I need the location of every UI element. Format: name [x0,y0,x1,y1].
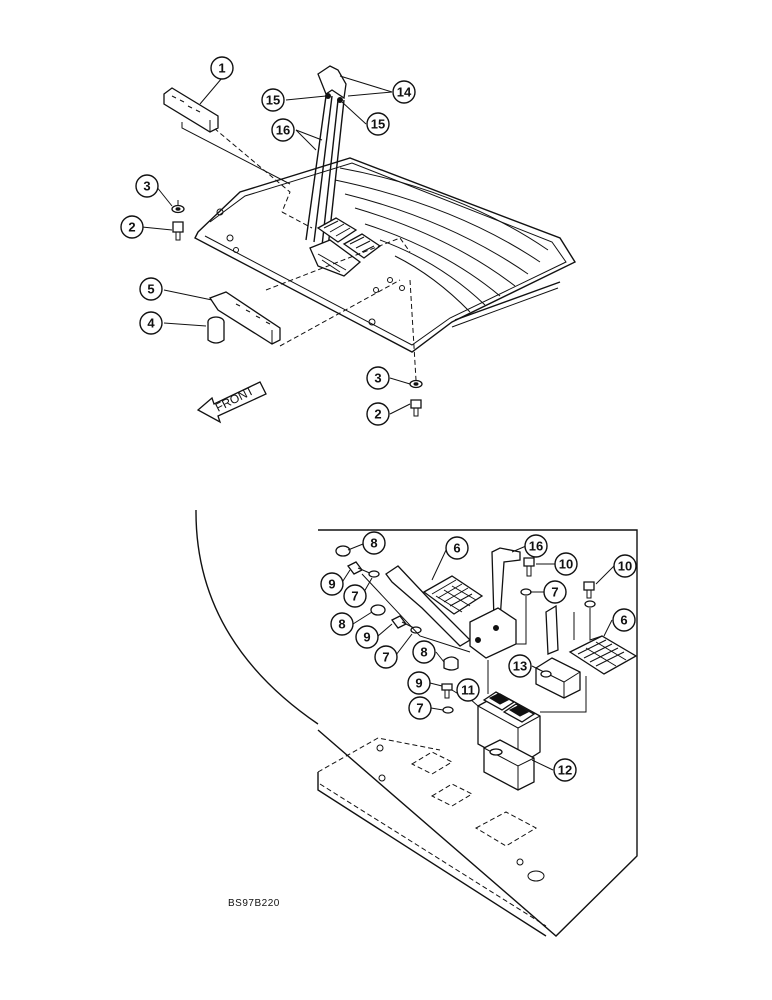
callout-8-c: 8 [412,640,436,664]
callout-14: 14 [392,80,416,104]
svg-text:8: 8 [338,617,345,632]
callout-11: 11 [456,678,480,702]
svg-text:9: 9 [363,630,370,645]
washer-7-right-b [584,600,596,608]
pedal-part-6-left [385,565,484,647]
bracket-part-1 [163,87,219,133]
callout-2-bottom: 2 [366,402,390,426]
svg-text:7: 7 [351,589,358,604]
svg-text:5: 5 [147,282,154,297]
svg-text:8: 8 [370,536,377,551]
washer-3-left [171,204,185,214]
callout-3-left: 3 [135,174,159,198]
bolt-9-top [347,561,373,575]
callout-7-a: 7 [343,584,367,608]
callout-7-b: 7 [543,580,567,604]
callout-3-bottom: 3 [366,366,390,390]
floor-mat [334,167,561,328]
callout-8-a: 8 [362,531,386,555]
svg-text:7: 7 [551,585,558,600]
svg-text:6: 6 [620,613,627,628]
callout-7-d: 7 [408,696,432,720]
svg-text:16: 16 [529,539,543,554]
detail-frame [317,529,638,937]
callout-9-c: 9 [407,671,431,695]
svg-text:14: 14 [397,85,412,100]
lever-part-16 [469,547,521,659]
callout-6-b: 6 [612,608,636,632]
svg-text:13: 13 [513,659,527,674]
bolt-2-bottom [410,399,422,417]
svg-text:3: 3 [374,371,381,386]
svg-text:2: 2 [374,407,381,422]
damper-part-13 [535,657,581,699]
svg-text:11: 11 [461,683,475,698]
pilot-valve-part-12 [477,691,541,791]
svg-text:15: 15 [266,93,280,108]
svg-text:7: 7 [416,701,423,716]
svg-text:15: 15 [371,117,385,132]
bolt-10-right [583,581,595,599]
callout-16-bottom: 16 [524,534,548,558]
washer-7-right-a [520,588,532,596]
svg-text:8: 8 [420,645,427,660]
svg-text:4: 4 [147,316,155,331]
washer-3-bottom [409,379,423,389]
floor-plate-section [317,737,547,937]
svg-text:1: 1 [218,61,225,76]
washer-7-top [368,570,380,578]
front-label: FRONT [213,383,257,415]
callout-9-a: 9 [320,572,344,596]
callout-5: 5 [139,277,163,301]
callout-9-b: 9 [355,625,379,649]
svg-text:2: 2 [128,220,135,235]
pedal-part-6-right [545,604,638,675]
callout-4: 4 [139,311,163,335]
bolt-9-low [441,683,453,699]
callout-1: 1 [210,56,234,80]
cap-8-low [443,656,459,671]
callout-6-a: 6 [445,536,469,560]
cap-8-mid [370,604,386,616]
svg-text:9: 9 [328,577,335,592]
front-direction-arrow: FRONT [196,381,267,424]
callout-2-left: 2 [120,215,144,239]
svg-text:6: 6 [453,541,460,556]
svg-text:10: 10 [618,559,632,574]
drawing-code: BS97B220 [228,898,280,909]
pedals-top [309,217,382,277]
svg-text:16: 16 [276,123,290,138]
callout-10-a: 10 [554,552,578,576]
svg-text:12: 12 [558,763,572,778]
travel-levers-top [305,65,347,249]
callout-13: 13 [508,654,532,678]
callout-12: 12 [553,758,577,782]
svg-text:9: 9 [415,676,422,691]
bolt-10-left [523,557,535,577]
callout-8-b: 8 [330,612,354,636]
callout-7-c: 7 [374,645,398,669]
pin-part-4 [207,316,225,344]
callout-10-b: 10 [613,554,637,578]
callout-15-left: 15 [261,88,285,112]
bracket-part-5 [209,291,281,345]
callout-16-top: 16 [271,118,295,142]
cap-8-top [335,545,351,557]
floor-plate-assembly [194,157,577,353]
detail-connector-arc [195,509,319,725]
bolt-2-left [172,221,184,241]
washer-7-low [442,706,454,714]
svg-text:3: 3 [143,179,150,194]
callout-15-right: 15 [366,112,390,136]
svg-text:7: 7 [382,650,389,665]
svg-text:10: 10 [559,557,573,572]
